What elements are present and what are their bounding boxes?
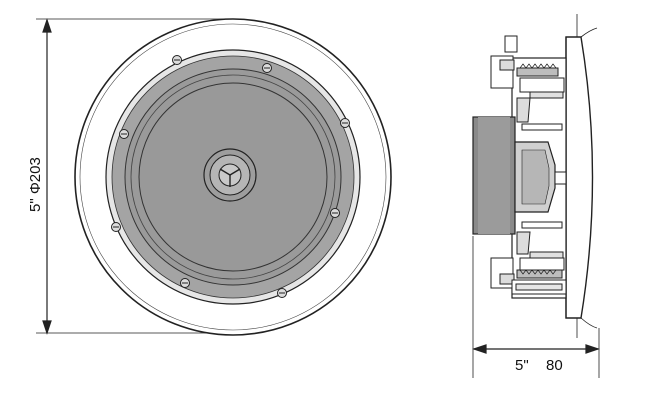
front-view: 5" Φ203 bbox=[27, 18, 392, 336]
screw-icon bbox=[172, 55, 182, 65]
lower-mounting-clamp bbox=[490, 221, 567, 295]
grille-face-profile bbox=[565, 36, 594, 319]
outer-grille-ring-inner bbox=[79, 23, 387, 331]
depth-dimension bbox=[472, 236, 600, 378]
screw-icon bbox=[180, 278, 190, 288]
mounting-screws bbox=[111, 55, 350, 298]
screw-icon bbox=[330, 208, 340, 218]
diameter-label: 5" Φ203 bbox=[27, 157, 44, 212]
depth-size-label: 5" bbox=[515, 357, 529, 374]
screw-icon bbox=[262, 63, 272, 73]
screw-icon bbox=[119, 129, 129, 139]
side-view bbox=[472, 14, 600, 378]
screw-icon bbox=[340, 118, 350, 128]
screw-icon bbox=[111, 222, 121, 232]
diameter-dimension bbox=[36, 18, 236, 335]
tweeter-bridge bbox=[219, 168, 241, 187]
screw-icon bbox=[277, 288, 287, 298]
upper-mounting-clamp bbox=[490, 35, 565, 131]
depth-value-label: 80 bbox=[546, 357, 563, 374]
